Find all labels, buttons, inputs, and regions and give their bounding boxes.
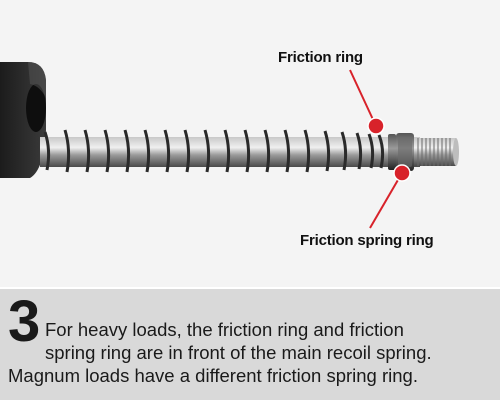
friction-spring-ring-pointer: [369, 164, 411, 229]
caption-line-3: Magnum loads have a different friction s…: [8, 365, 418, 386]
recoil-spring: [43, 129, 385, 173]
friction-ring-assembly: [388, 133, 414, 171]
friction-ring-pointer: [349, 69, 385, 135]
caption-text: For heavy loads, the friction ring and f…: [8, 318, 494, 387]
caption-panel: 3 For heavy loads, the friction ring and…: [0, 289, 500, 400]
threaded-end: [412, 138, 459, 166]
magazine-tube-illustration: [0, 62, 459, 229]
friction-spring-ring-label: Friction spring ring: [300, 232, 434, 249]
caption-line-2: spring ring are in front of the main rec…: [45, 342, 432, 363]
receiver-block: [0, 62, 46, 178]
friction-ring-label: Friction ring: [278, 49, 363, 66]
caption-line-1: For heavy loads, the friction ring and f…: [45, 319, 404, 340]
step-number: 3: [8, 289, 40, 354]
magazine-tube-photo: Friction ring Friction spring ring: [0, 0, 500, 287]
